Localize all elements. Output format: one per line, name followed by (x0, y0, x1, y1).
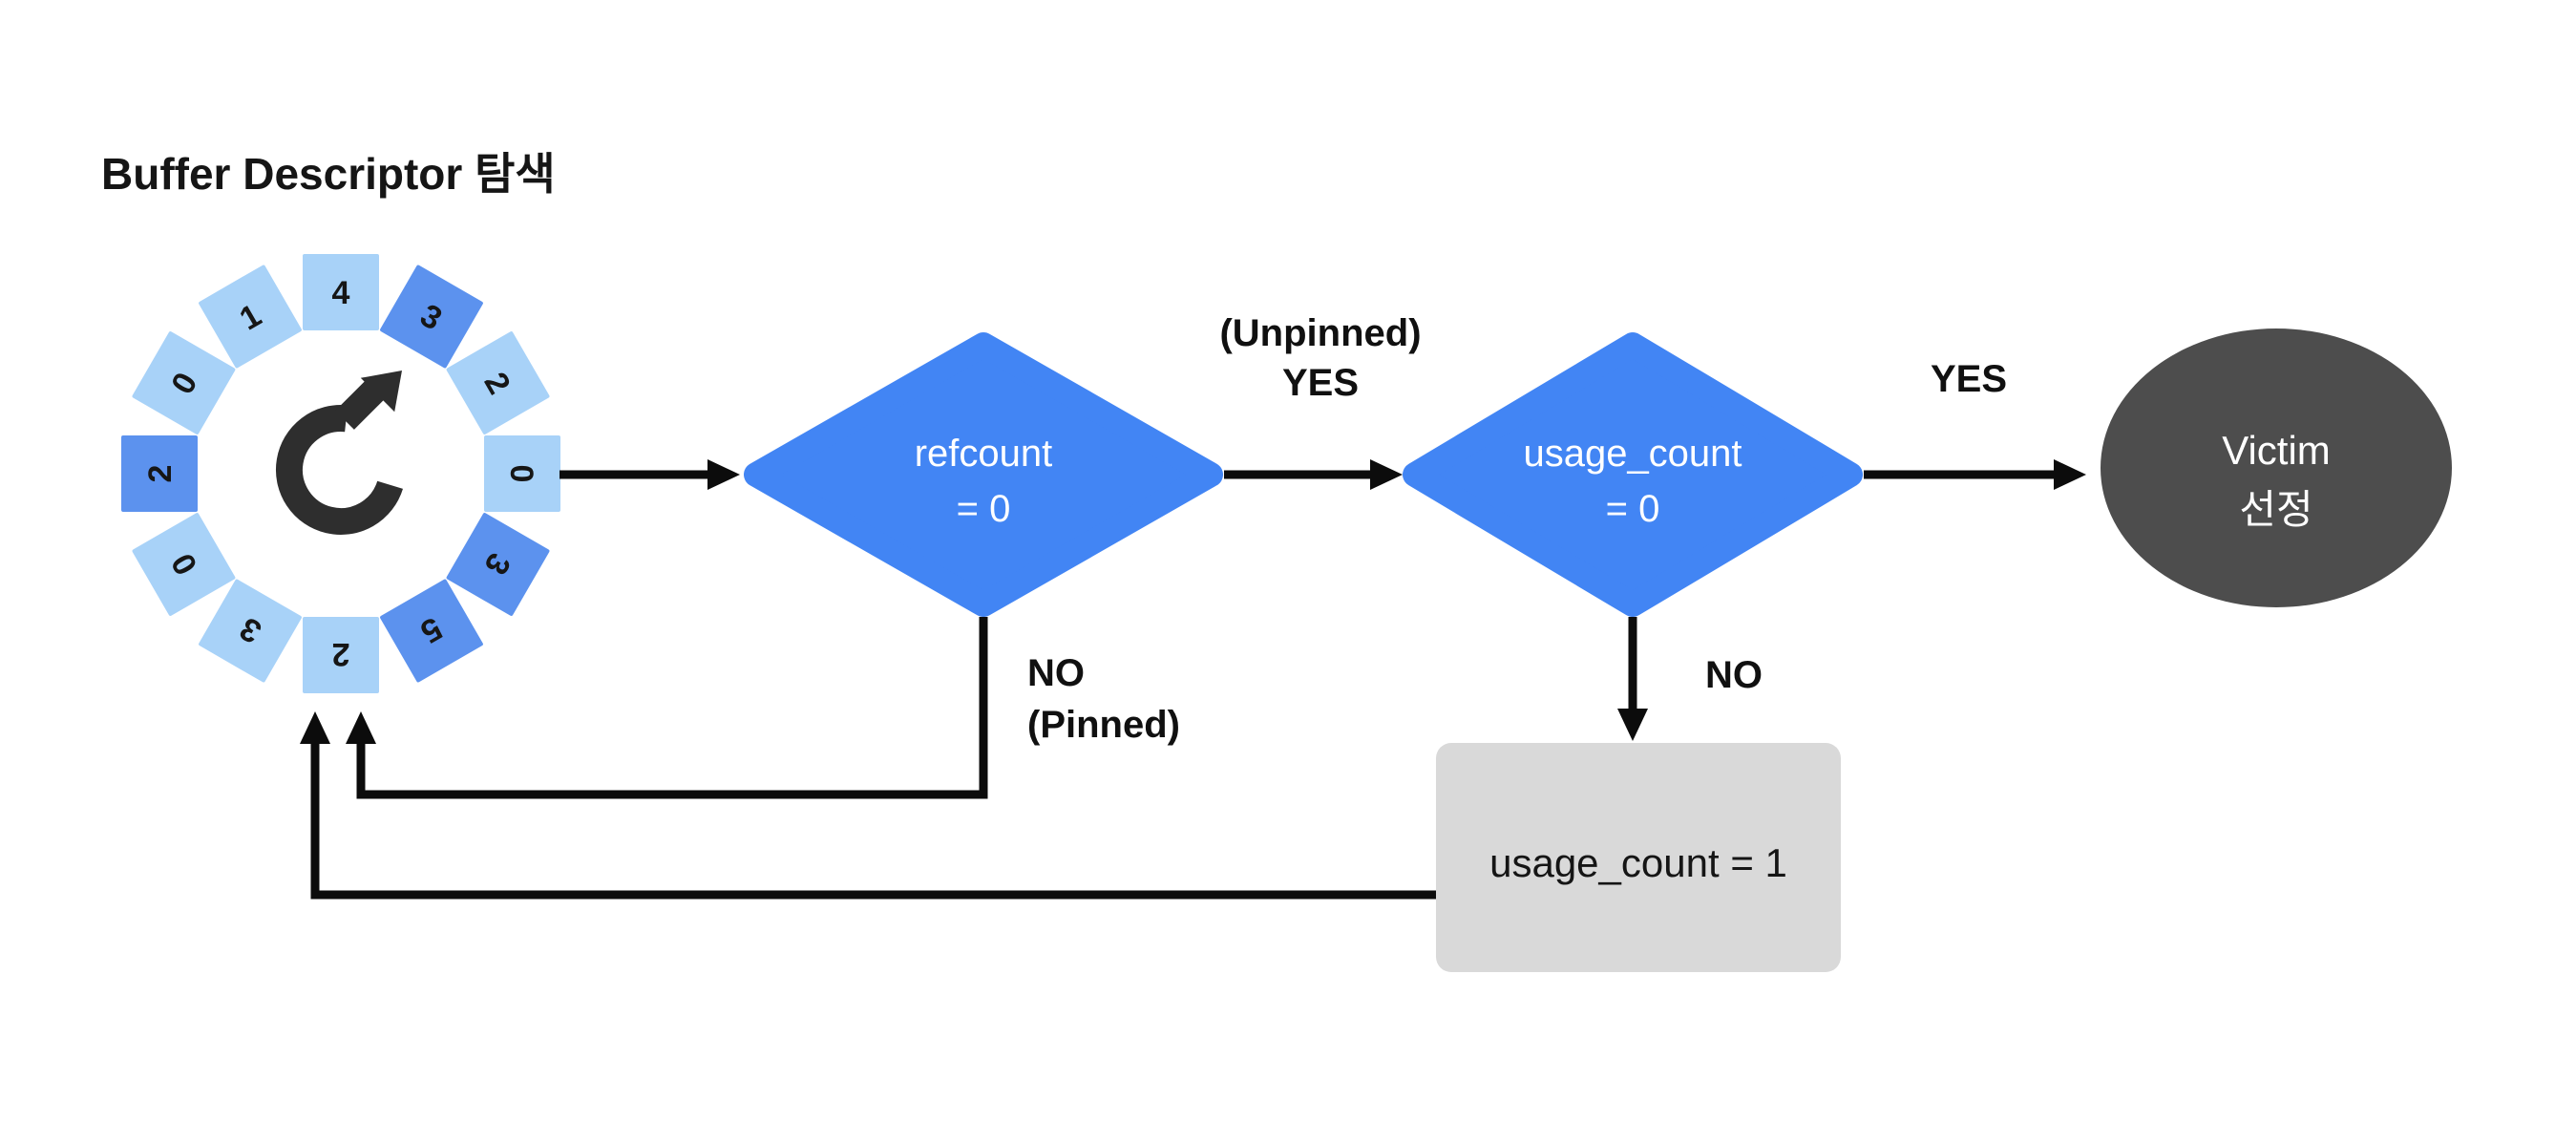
buffer-slot-square (199, 579, 302, 683)
buffer-slot-square (484, 435, 560, 512)
buffer-slot: 3 (380, 265, 483, 369)
refcount-diamond (744, 332, 1223, 617)
buffer-slot: 5 (380, 579, 483, 683)
buffer-slot-square (380, 265, 483, 369)
arrow-usage-to-victim: YES (1864, 358, 2086, 490)
buffer-slot: 0 (132, 513, 236, 616)
buffer-slot-square (121, 435, 198, 512)
victim-ellipse (2101, 328, 2452, 607)
edge-label-no: NO (1705, 654, 1763, 696)
usage-count-diamond (1403, 332, 1863, 617)
reset-box-rect (1436, 743, 1841, 972)
buffer-slot: 2 (303, 617, 379, 693)
buffer-slot-square (132, 513, 236, 616)
buffer-slot-square (303, 254, 379, 330)
refcount-label-line1: refcount (915, 433, 1053, 475)
arrow-refcount-no-loop: NO (Pinned) (346, 617, 1180, 799)
refcount-label-line2: = 0 (957, 488, 1011, 530)
arrow-reset-loop (300, 711, 1436, 900)
buffer-slot-square (380, 579, 483, 683)
buffer-slot: 2 (446, 331, 550, 434)
buffer-slot-square (446, 331, 550, 434)
buffer-slot: 3 (199, 579, 302, 683)
usage-count-label-line2: = 0 (1606, 488, 1660, 530)
buffer-slot: 1 (199, 265, 302, 369)
arrowhead-down-icon (1617, 709, 1648, 741)
buffer-ring: 4 3 2 0 3 5 2 3 (121, 254, 560, 693)
buffer-slot: 0 (484, 435, 560, 512)
edge-label-no: NO (1027, 652, 1085, 694)
buffer-slot: 3 (446, 513, 550, 616)
edge-label-yes: YES (1931, 358, 2007, 400)
buffer-slot-count: 4 (332, 275, 350, 311)
edge-label-unpinned: (Unpinned) (1219, 312, 1421, 354)
victim-label-line1: Victim (2222, 428, 2331, 473)
reset-box-label: usage_count = 1 (1489, 840, 1787, 885)
arrow-refcount-to-usage: (Unpinned) YES (1219, 312, 1422, 490)
rotate-clockwise-icon (275, 371, 403, 535)
diagram-title: Buffer Descriptor 탐색 (101, 149, 556, 199)
buffer-slot: 4 (303, 254, 379, 330)
buffer-slot-square (303, 617, 379, 693)
buffer-slot-count: 2 (142, 465, 179, 483)
decision-refcount: refcount = 0 (744, 332, 1223, 617)
buffer-slot-square (446, 513, 550, 616)
arrow-usage-no: NO (1617, 617, 1763, 741)
arrow-ring-to-refcount (560, 459, 740, 490)
decision-usage-count: usage_count = 0 (1403, 332, 1863, 617)
buffer-slot-square (199, 265, 302, 369)
buffer-slot-count: 0 (503, 465, 539, 483)
arrowhead-up-icon (300, 711, 330, 744)
victim-node: Victim 선정 (2101, 328, 2452, 607)
buffer-slot-square (132, 331, 236, 434)
buffer-slot: 2 (121, 435, 198, 512)
usage-count-label-line1: usage_count (1523, 433, 1742, 475)
edge-label-pinned: (Pinned) (1027, 704, 1180, 746)
buffer-slot: 0 (132, 331, 236, 434)
arrowhead-right-icon (1370, 459, 1403, 490)
arrowhead-right-icon (2054, 459, 2086, 490)
reset-usage-count-box: usage_count = 1 (1436, 743, 1841, 972)
arrowhead-right-icon (707, 459, 740, 490)
arrowhead-up-icon (346, 711, 376, 744)
victim-label-line2: 선정 (2239, 487, 2312, 532)
buffer-slot-count: 2 (332, 636, 350, 672)
edge-label-yes: YES (1282, 362, 1359, 404)
